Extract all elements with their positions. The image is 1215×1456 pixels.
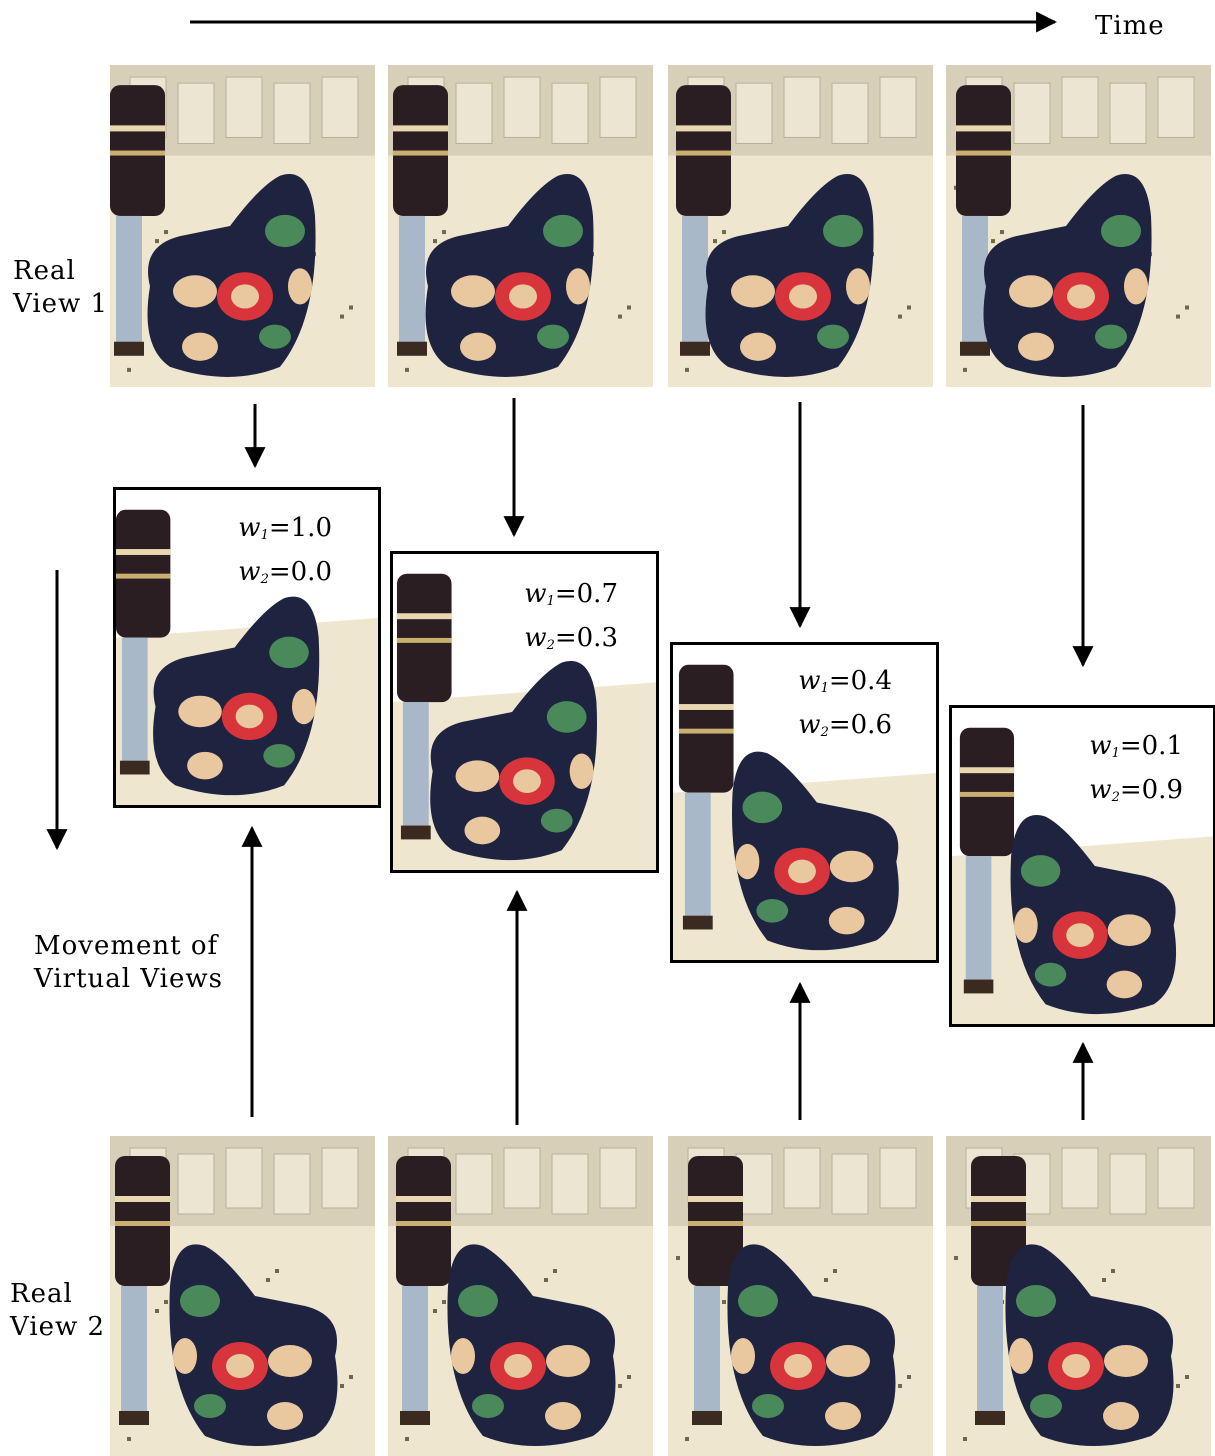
virtual-view-1: w1=1.0 w2=0.0 (113, 487, 381, 808)
real-view-2-label: Real View 2 (10, 1278, 105, 1344)
real-view-2-frame-3 (668, 1136, 933, 1456)
scene-illustration (668, 65, 933, 387)
real-view-1-line-1: Real (13, 256, 76, 286)
w2-row: w2=0.6 (798, 710, 892, 740)
time-label: Time (1095, 11, 1165, 41)
scene-illustration (388, 65, 653, 387)
scene-illustration (110, 1136, 375, 1456)
real-view-1-frame-2 (388, 65, 653, 387)
scene-illustration (946, 65, 1211, 387)
real-view-2-frame-2 (388, 1136, 653, 1456)
scene-illustration (673, 664, 936, 960)
weights-2: w1=0.7 w2=0.3 (524, 576, 618, 664)
w1-value: 0.7 (576, 579, 618, 609)
real-view-2-frame-4 (946, 1136, 1211, 1456)
virtual-view-3: w1=0.4 w2=0.6 (670, 642, 939, 963)
scene-illustration (946, 1136, 1211, 1456)
real-view-1-label: Real View 1 (13, 255, 108, 321)
weights-4: w1=0.1 w2=0.9 (1089, 728, 1183, 816)
w2-value: 0.6 (850, 710, 892, 740)
real-view-1-line-2: View 1 (13, 289, 109, 319)
w1-row: w1=0.7 (524, 579, 618, 609)
scene-illustration (952, 727, 1213, 1024)
weights-1: w1=1.0 w2=0.0 (238, 510, 332, 598)
w1-row: w1=0.1 (1089, 731, 1183, 761)
w2-row: w2=0.0 (238, 557, 332, 587)
scene-illustration (388, 1136, 653, 1456)
scene-illustration (393, 573, 656, 870)
w2-value: 0.0 (290, 557, 332, 587)
w1-value: 0.1 (1141, 731, 1183, 761)
w1-value: 0.4 (850, 666, 892, 696)
real-view-2-line-2: View 2 (10, 1312, 106, 1342)
movement-line-1: Movement of (34, 931, 219, 961)
w2-value: 0.9 (1141, 775, 1183, 805)
w2-value: 0.3 (576, 623, 618, 653)
real-view-1-frame-3 (668, 65, 933, 387)
scene-illustration (668, 1136, 933, 1456)
w1-row: w1=1.0 (238, 513, 332, 543)
virtual-view-4: w1=0.1 w2=0.9 (949, 705, 1215, 1027)
virtual-view-2: w1=0.7 w2=0.3 (390, 551, 659, 873)
movement-label: Movement of Virtual Views (34, 930, 223, 996)
real-view-1-frame-4 (946, 65, 1211, 387)
movement-line-2: Virtual Views (34, 964, 223, 994)
real-view-2-frame-1 (110, 1136, 375, 1456)
scene-illustration (110, 65, 375, 387)
w2-row: w2=0.3 (524, 623, 618, 653)
w1-row: w1=0.4 (798, 666, 892, 696)
scene-illustration (116, 509, 378, 805)
w2-row: w2=0.9 (1089, 775, 1183, 805)
real-view-1-frame-1 (110, 65, 375, 387)
w1-value: 1.0 (290, 513, 332, 543)
weights-3: w1=0.4 w2=0.6 (798, 663, 892, 751)
real-view-2-line-1: Real (10, 1279, 73, 1309)
